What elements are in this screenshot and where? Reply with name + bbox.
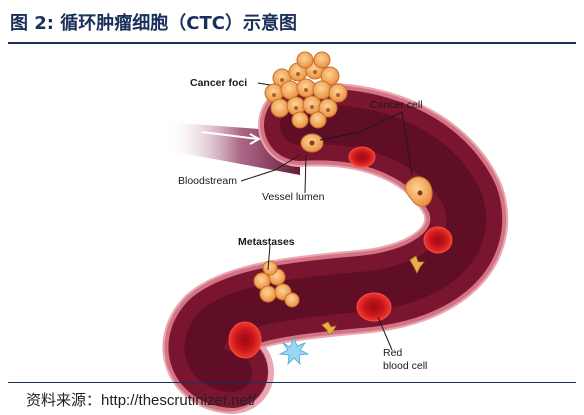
cancer-foci-nuclei [272,70,340,112]
label-bloodstream: Bloodstream [178,175,237,187]
source-divider [8,382,576,383]
platelet-icon [321,255,425,336]
label-red-blood-cell-line1: Red [383,347,402,359]
red-blood-cell-icon [228,321,262,359]
white-blood-cell-icon [278,336,310,366]
title-divider [8,42,576,44]
arrow-icon [201,131,262,145]
vessel-lumen-shade [184,104,487,392]
source-line: 资料来源：http://thescrutinizer.net/ [26,389,256,410]
label-cancer-cell: Cancer cell [370,99,423,111]
figure-title: 图 2: 循环肿瘤细胞（CTC）示意图 [10,13,297,34]
red-blood-cell-icon [356,292,392,322]
red-blood-cell-icon [423,226,453,254]
label-vessel-lumen: Vessel lumen [262,191,325,203]
label-red-blood-cell-line2: blood cell [383,360,427,372]
source-label: 资料来源： [26,391,102,409]
metastases-cluster [253,260,300,308]
source-url: http://thescrutinizer.net/ [101,392,257,409]
label-cancer-foci: Cancer foci [190,77,247,89]
red-blood-cell-icon [348,146,376,168]
leader-lines [240,82,413,351]
label-metastases: Metastases [238,236,295,248]
